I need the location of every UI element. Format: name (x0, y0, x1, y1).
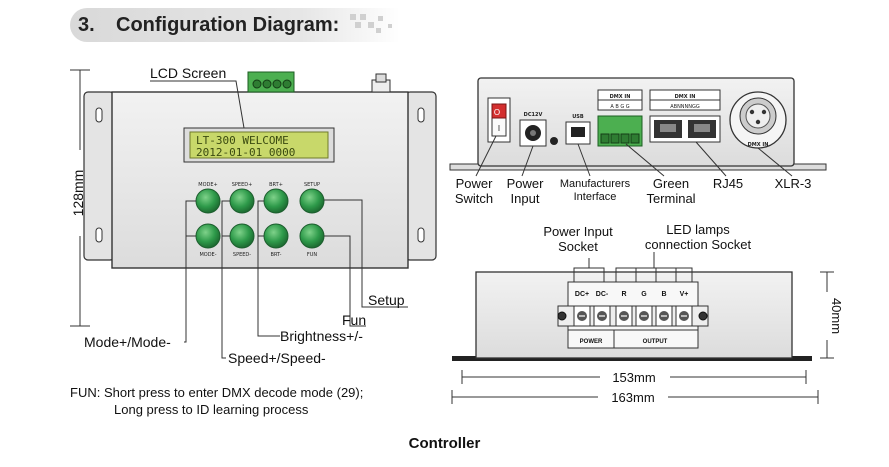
brightness-label: Brightness+/- (280, 328, 363, 344)
fun-button (299, 223, 325, 249)
front-height-dimension (70, 69, 90, 327)
button-row-top (195, 188, 325, 214)
lcd-screen (183, 127, 335, 163)
rear-panel (449, 77, 827, 171)
power-terminal-label: POWER (580, 339, 603, 345)
front-height-label: 128mm (70, 170, 86, 217)
power-switch-label: Power Switch (454, 176, 494, 206)
button-row-bottom (195, 223, 325, 249)
rj45-label: RJ45 (712, 176, 744, 191)
side-height-dimension (820, 271, 834, 359)
terminal-g: G (641, 291, 647, 298)
fun-note-line-1: FUN: Short press to enter DMX decode mod… (70, 385, 364, 400)
btn-label-fun: FUN (307, 252, 318, 258)
btn-label-mode-minus: MODE- (199, 252, 216, 258)
brt-plus-button (263, 188, 289, 214)
button-leader-lines (184, 199, 408, 359)
power-input-socket-label: Power Input Socket (543, 224, 613, 254)
dim-153: 153mm (612, 370, 655, 385)
btn-label-speed-plus: SPEED+ (232, 182, 253, 188)
diagram-caption: Controller (408, 435, 481, 452)
speed-minus-button (229, 223, 255, 249)
dmx-in-label-2: DMX IN (675, 94, 696, 100)
btn-label-brt-minus: BRT- (271, 252, 282, 258)
mode-plus-button (195, 188, 221, 214)
green-terminal-label: Green Terminal (646, 176, 696, 206)
terminal-r: R (621, 291, 626, 298)
dmx-in-pins-1: A B G G (610, 104, 629, 110)
side-brackets (573, 252, 693, 282)
side-panel (452, 271, 812, 361)
dmx-in-pins-2: ABNNNNGG (670, 104, 700, 110)
mode-label: Mode+/Mode- (84, 334, 171, 350)
btn-label-setup: SETUP (304, 182, 320, 188)
front-panel (83, 71, 437, 269)
xlr-dmx-label: DMX IN (748, 142, 769, 148)
btn-label-speed-minus: SPEED- (233, 252, 251, 258)
dim-163: 163mm (611, 390, 654, 405)
setup-button (299, 188, 325, 214)
lcd-line-1: LT-300 WELCOME (196, 134, 289, 147)
speed-label: Speed+/Speed- (228, 350, 326, 366)
dmx-in-label-1: DMX IN (610, 94, 631, 100)
output-terminal-label: OUTPUT (643, 339, 668, 345)
usb-label: USB (572, 114, 584, 120)
power-input-label: Power Input (506, 176, 544, 206)
mode-minus-button (195, 223, 221, 249)
width-dimensions (451, 370, 819, 404)
btn-label-mode-plus: MODE+ (198, 182, 217, 188)
terminal-dc-minus: DC- (596, 291, 609, 298)
fun-note-line-2: Long press to ID learning process (114, 402, 309, 417)
lcd-screen-label: LCD Screen (150, 65, 227, 81)
led-socket-label: LED lamps connection Socket (644, 222, 752, 252)
header-dots-decoration (350, 14, 392, 33)
side-height-label: 40mm (829, 298, 844, 334)
terminal-b: B (661, 291, 666, 298)
setup-label: Setup (368, 292, 405, 308)
fun-label: Fun (342, 312, 367, 328)
terminal-v-plus: V+ (680, 291, 689, 298)
section-title: Configuration Diagram: (116, 14, 340, 36)
switch-mark-on: I (498, 124, 500, 133)
brt-minus-button (263, 223, 289, 249)
rear-leader-lines (475, 135, 793, 177)
xlr3-label: XLR-3 (774, 176, 812, 191)
terminal-dc-plus: DC+ (575, 291, 589, 298)
btn-label-brt-plus: BRT+ (269, 182, 283, 188)
manufacturers-interface-label: Manufacturers Interface (559, 178, 631, 203)
lcd-leader-line (150, 80, 245, 129)
speed-plus-button (229, 188, 255, 214)
dc12v-label: DC12V (524, 112, 543, 118)
section-number: 3. (78, 14, 95, 36)
section-header-bar (70, 8, 400, 42)
switch-mark-off: O (494, 108, 500, 117)
lcd-line-2: 2012-01-01 0000 (196, 146, 295, 159)
